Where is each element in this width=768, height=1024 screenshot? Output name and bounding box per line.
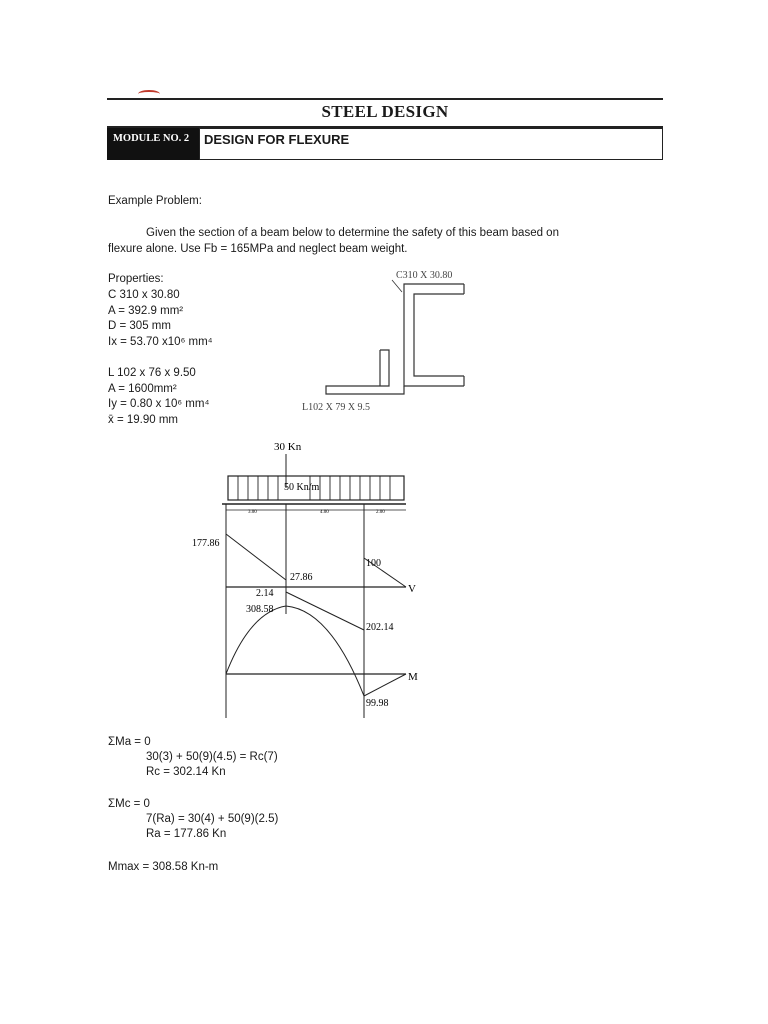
shear-value-right-load: 2.14 bbox=[256, 588, 274, 599]
angle-area: A = 1600mm² bbox=[108, 382, 177, 395]
properties-heading: Properties: bbox=[108, 273, 164, 285]
ra-result: Ra = 177.86 Kn bbox=[146, 828, 227, 840]
span-label-3: 2.00 bbox=[376, 510, 385, 515]
angle-inertia: Iy = 0.80 x 10⁶ mm⁴ bbox=[108, 398, 210, 410]
header-top-rule bbox=[107, 98, 663, 100]
beam-diagram: 30 Kn 50 Kn/m 3.00 4.00 2.00 177.86 27.8… bbox=[192, 441, 418, 718]
red-logo-mark bbox=[138, 90, 160, 98]
problem-heading: Example Problem: bbox=[108, 195, 202, 207]
channel-label: C310 X 30.80 bbox=[396, 270, 452, 281]
channel-inertia: Ix = 53.70 x10⁶ mm⁴ bbox=[108, 335, 213, 348]
shear-value-left-load: 27.86 bbox=[290, 572, 313, 583]
channel-depth: D = 305 mm bbox=[108, 320, 171, 332]
sum-ma: ΣMa = 0 bbox=[108, 736, 151, 748]
channel-designation: C 310 x 30.80 bbox=[108, 289, 180, 301]
module-label: MODULE NO. 2 bbox=[107, 128, 199, 160]
section-figure: C310 X 30.80 L102 X 79 X 9.5 bbox=[302, 270, 465, 413]
problem-statement-line2: flexure alone. Use Fb = 165MPa and negle… bbox=[108, 243, 408, 255]
channel-properties: C 310 x 30.80 A = 392.9 mm² D = 305 mm I… bbox=[108, 288, 213, 350]
mmax-result: Mmax = 308.58 Kn-m bbox=[108, 861, 219, 873]
angle-shape bbox=[325, 349, 405, 395]
channel-shape bbox=[403, 283, 465, 387]
udl-label: 50 Kn/m bbox=[284, 482, 320, 493]
shear-curve bbox=[225, 533, 407, 631]
angle-properties: L 102 x 76 x 9.50 A = 1600mm² Iy = 0.80 … bbox=[108, 366, 209, 428]
angle-centroid: x̄ = 19.90 mm bbox=[108, 413, 178, 426]
shear-value-overhang: 100 bbox=[366, 558, 381, 569]
diagram-verticals bbox=[225, 504, 365, 718]
header-title-rule bbox=[107, 126, 663, 128]
mc-equation: 7(Ra) = 30(4) + 50(9)(2.5) bbox=[146, 813, 279, 825]
rc-result: Rc = 302.14 Kn bbox=[146, 766, 226, 778]
moment-value-max: 308.58 bbox=[246, 604, 274, 615]
shear-diagram-label: V bbox=[408, 583, 416, 595]
udl-box bbox=[227, 475, 405, 501]
channel-area: A = 392.9 mm² bbox=[108, 304, 184, 317]
angle-label: L102 X 79 X 9.5 bbox=[302, 402, 370, 413]
module-topic: DESIGN FOR FLEXURE bbox=[199, 128, 663, 160]
shear-value-ra: 177.86 bbox=[192, 538, 220, 549]
moment-value-support: 99.98 bbox=[366, 698, 389, 709]
span-label-2: 4.00 bbox=[320, 510, 329, 515]
problem-statement-line1: Given the section of a beam below to det… bbox=[146, 227, 559, 239]
point-load-label: 30 Kn bbox=[274, 441, 302, 453]
angle-designation: L 102 x 76 x 9.50 bbox=[108, 367, 196, 379]
moment-diagram-label: M bbox=[408, 671, 418, 683]
udl-hatch bbox=[237, 476, 391, 500]
sum-mc: ΣMc = 0 bbox=[108, 798, 150, 810]
span-label-1: 3.00 bbox=[248, 510, 257, 515]
ma-equation: 30(3) + 50(9)(4.5) = Rc(7) bbox=[146, 751, 278, 763]
shear-value-rc: 202.14 bbox=[366, 622, 394, 633]
course-title: STEEL DESIGN bbox=[321, 102, 449, 121]
channel-leader bbox=[391, 279, 403, 293]
moment-curve bbox=[225, 605, 407, 697]
